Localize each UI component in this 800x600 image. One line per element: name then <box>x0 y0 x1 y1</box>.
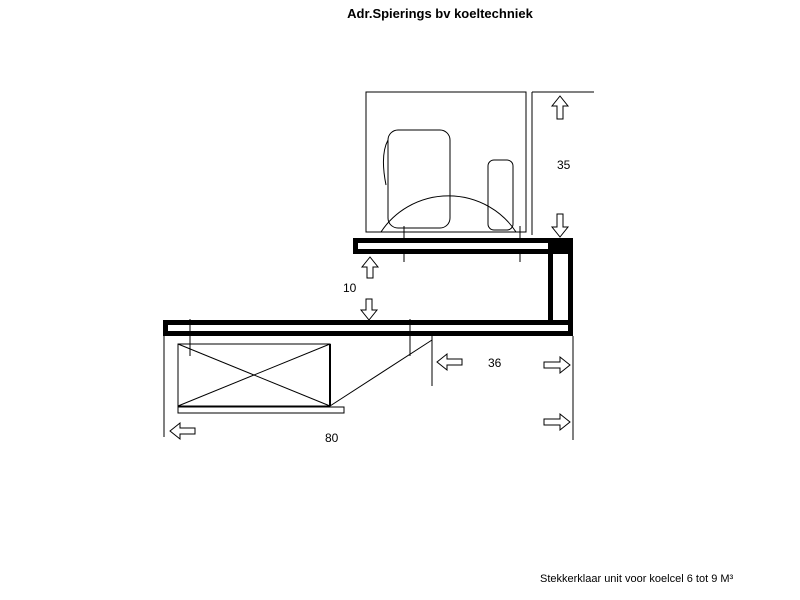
dim-depth: 36 <box>488 356 502 370</box>
arrow-down-icon <box>550 213 570 238</box>
arrow-left-icon <box>436 352 463 372</box>
arrow-right-icon <box>543 355 571 375</box>
drawing-title: Adr.Spierings bv koeltechniek <box>347 6 533 21</box>
dim-unit-height: 35 <box>557 158 571 172</box>
arrow-left-icon <box>169 421 196 441</box>
arrow-up-icon <box>360 256 380 279</box>
drawing-caption: Stekkerklaar unit voor koelcel 6 tot 9 M… <box>540 573 734 585</box>
arrow-up-icon <box>550 95 570 120</box>
arrow-down-icon <box>359 298 379 321</box>
dim-width: 80 <box>325 431 339 445</box>
evaporator-unit <box>177 319 433 414</box>
dim-gap: 10 <box>343 281 357 295</box>
upper-bracket <box>353 238 573 336</box>
arrow-right-icon <box>543 412 571 432</box>
condensing-unit <box>365 91 527 262</box>
lower-bracket <box>163 320 573 336</box>
